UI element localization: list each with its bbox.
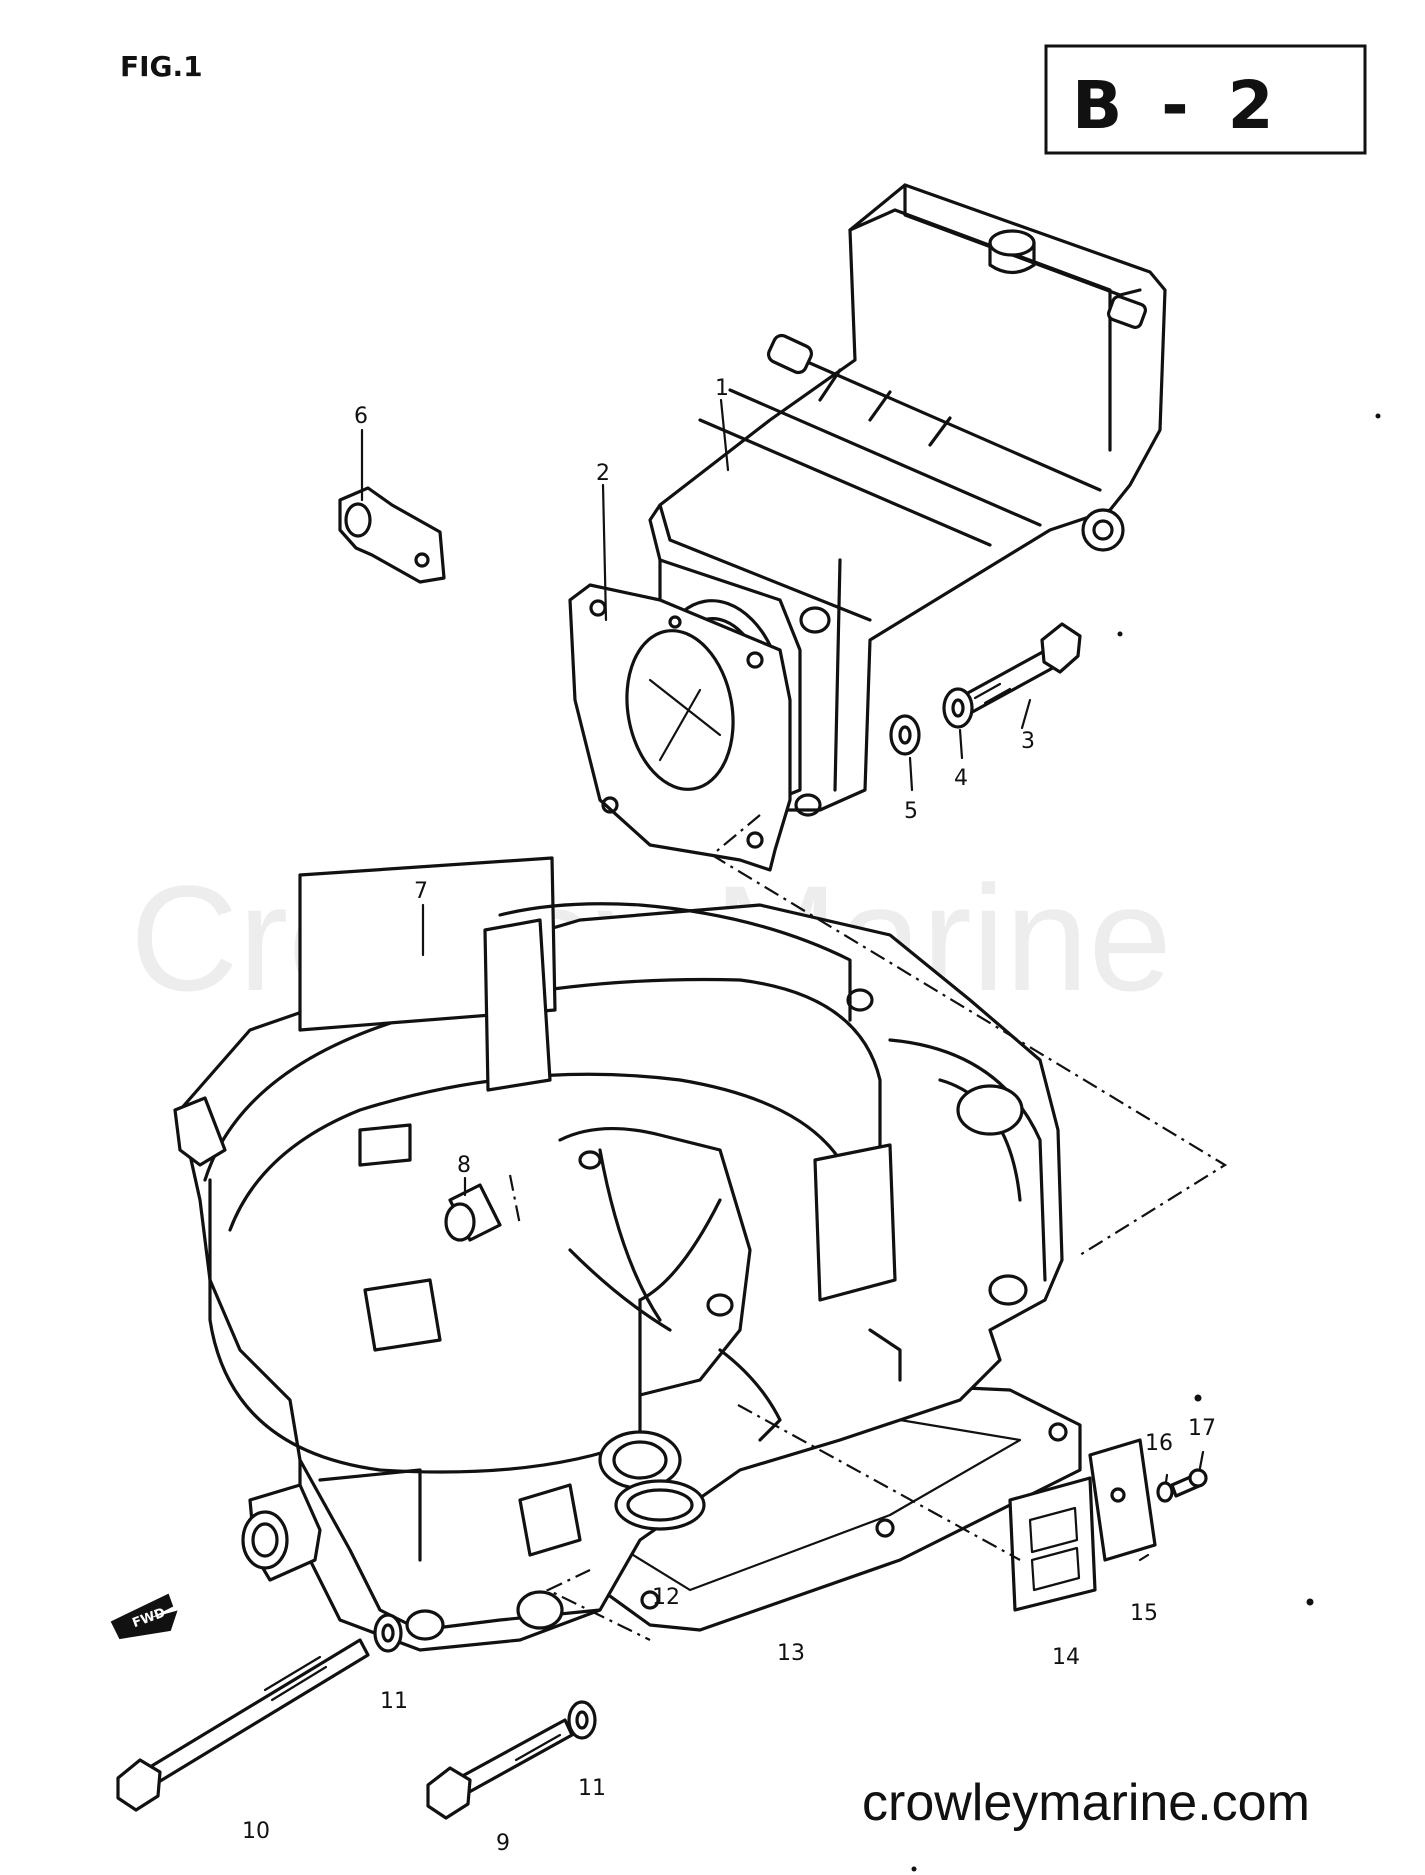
callout-15: 15 — [1130, 1601, 1158, 1626]
part-5-washer — [889, 714, 921, 756]
part-2-gasket — [568, 583, 792, 872]
callout-11-lower: 11 — [578, 1776, 606, 1801]
callout-6: 6 — [354, 404, 368, 429]
part-10-long-bolt — [116, 1638, 370, 1812]
callout-12: 12 — [652, 1585, 680, 1610]
callout-10: 10 — [242, 1819, 270, 1844]
website-text: crowleymarine.com — [862, 1774, 1310, 1832]
callout-7: 7 — [414, 879, 428, 904]
part-17-screw — [1170, 1468, 1208, 1498]
callout-3: 3 — [1021, 729, 1035, 754]
part-14-cover-plate — [1008, 1476, 1097, 1612]
forward-direction-arrow: FWD — [110, 1593, 178, 1640]
callout-2: 2 — [596, 461, 610, 486]
figure-label: FIG.1 — [120, 50, 203, 83]
page-code-text: B - 2 — [1072, 67, 1282, 144]
callout-4: 4 — [954, 766, 968, 791]
part-7-crankcase — [173, 856, 1064, 1652]
page-code-box: B - 2 — [1044, 44, 1367, 155]
part-3-bolt — [953, 622, 1082, 718]
part-15-gasket-plate — [1088, 1438, 1157, 1562]
part-16-washer — [1156, 1481, 1174, 1503]
callout-numbers: 1 2 3 4 5 6 7 8 9 10 11 11 12 13 14 15 1… — [242, 376, 1216, 1856]
callout-1: 1 — [715, 376, 729, 401]
scan-specks — [911, 413, 1381, 1872]
part-4-lock-washer — [942, 687, 974, 729]
part-11-washer-lower — [567, 1700, 597, 1740]
callout-5: 5 — [904, 799, 918, 824]
part-6-clip — [338, 486, 446, 584]
callout-16: 16 — [1145, 1431, 1173, 1456]
callout-14: 14 — [1052, 1645, 1080, 1670]
part-11-washer-upper — [373, 1613, 403, 1653]
part-8-dowel-pin — [444, 1183, 502, 1242]
leader-lines — [360, 398, 1205, 1562]
callout-13: 13 — [777, 1641, 805, 1666]
assembly-guide-lines — [508, 814, 1228, 1641]
callout-8: 8 — [457, 1153, 471, 1178]
part-9-short-bolt — [426, 1718, 574, 1820]
part-12-o-ring — [614, 1479, 706, 1531]
callout-9: 9 — [496, 1831, 510, 1856]
callout-17: 17 — [1188, 1416, 1216, 1441]
callout-11-upper: 11 — [380, 1689, 408, 1714]
